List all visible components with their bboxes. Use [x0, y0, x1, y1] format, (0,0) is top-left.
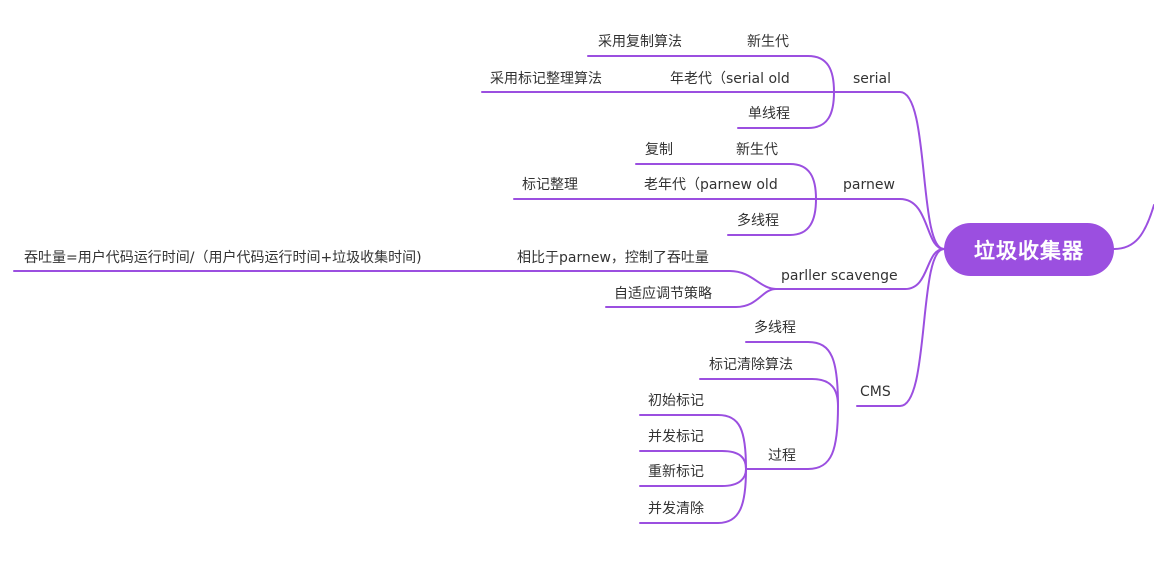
root-node[interactable]: 垃圾收集器 — [944, 223, 1114, 276]
serial-node[interactable]: serial — [853, 71, 892, 87]
serial-thread-node[interactable]: 单线程 — [748, 106, 790, 122]
scavenge-throughput-note[interactable]: 吞吐量=用户代码运行时间/（用户代码运行时间+垃圾收集时间) — [24, 250, 422, 266]
parnew-young-node[interactable]: 新生代 — [736, 142, 778, 158]
scavenge-node[interactable]: parller scavenge — [781, 268, 898, 284]
connector-cms — [856, 248, 945, 407]
connector-step-2 — [639, 450, 747, 470]
connector-parnew-young — [727, 163, 817, 200]
serial-young-note[interactable]: 采用复制算法 — [598, 34, 682, 50]
connector-parnew — [815, 198, 945, 250]
parnew-node[interactable]: parnew — [843, 177, 895, 193]
parnew-young-note[interactable]: 复制 — [645, 142, 673, 158]
connector-cms-algo — [699, 378, 839, 407]
connector-scavenge-adaptive — [605, 288, 777, 308]
connector-cms-process — [759, 405, 839, 470]
connector-step-1 — [639, 414, 747, 470]
connector-serial-thread — [737, 91, 835, 129]
connector-serial-young — [737, 55, 835, 93]
root-label: 垃圾收集器 — [974, 238, 1084, 263]
connector-root-offscreen — [1113, 204, 1154, 250]
cms-process-node[interactable]: 过程 — [768, 448, 796, 464]
parnew-thread-node[interactable]: 多线程 — [737, 213, 779, 229]
scavenge-throughput-node[interactable]: 相比于parnew，控制了吞吐量 — [517, 250, 709, 266]
connector-scavenge-throughput — [511, 270, 777, 290]
connector-parnew-thread — [727, 198, 817, 236]
cms-algo-node[interactable]: 标记清除算法 — [709, 357, 793, 373]
serial-old-note[interactable]: 采用标记整理算法 — [490, 71, 602, 87]
serial-old-node[interactable]: 年老代（serial old — [670, 71, 790, 87]
cms-step-remark[interactable]: 重新标记 — [648, 464, 704, 480]
scavenge-adaptive-node[interactable]: 自适应调节策略 — [614, 286, 712, 302]
cms-step-concurrent-mark[interactable]: 并发标记 — [648, 429, 704, 445]
cms-thread-node[interactable]: 多线程 — [754, 320, 796, 336]
cms-step-initial-mark[interactable]: 初始标记 — [648, 393, 704, 409]
connector-serial — [833, 91, 945, 250]
serial-young-node[interactable]: 新生代 — [747, 34, 789, 50]
connector-step-4 — [639, 468, 747, 524]
connector-cms-thread — [745, 341, 839, 407]
connector-scavenge — [775, 248, 945, 290]
parnew-old-node[interactable]: 老年代（parnew old — [644, 177, 778, 193]
cms-node[interactable]: CMS — [860, 384, 891, 400]
cms-step-concurrent-sweep[interactable]: 并发清除 — [648, 501, 704, 517]
parnew-old-note[interactable]: 标记整理 — [522, 177, 578, 193]
